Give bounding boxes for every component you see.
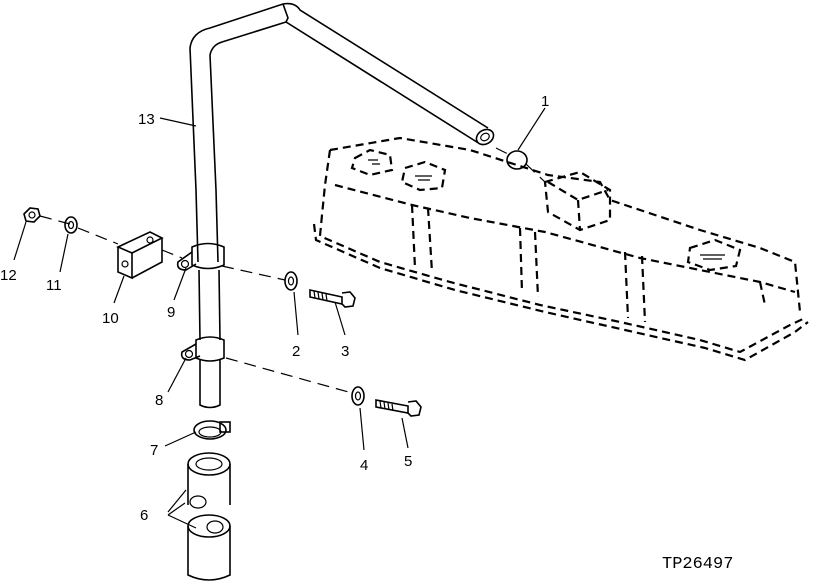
callout-8: 8 xyxy=(155,392,163,409)
vent-tube xyxy=(189,2,495,409)
callout-1: 1 xyxy=(541,93,549,110)
assembly-centerlines xyxy=(39,147,546,394)
washer-4 xyxy=(351,386,365,406)
washer-2 xyxy=(284,271,298,291)
upper-tube-clamp xyxy=(176,242,225,271)
callout-5: 5 xyxy=(404,453,412,470)
callout-9: 9 xyxy=(167,304,175,321)
figure-id: TP26497 xyxy=(662,555,733,574)
o-ring xyxy=(506,150,528,170)
rocker-arm-cover xyxy=(312,136,809,362)
callout-7: 7 xyxy=(150,442,158,459)
nut xyxy=(23,207,41,223)
hose xyxy=(187,452,231,581)
callout-3: 3 xyxy=(341,343,349,360)
leader-lines xyxy=(13,107,546,529)
cap-screw-5 xyxy=(375,399,422,417)
cap-screw-3 xyxy=(309,289,356,308)
hose-clamp xyxy=(193,420,231,440)
mounting-bracket xyxy=(116,231,164,280)
callout-13: 13 xyxy=(138,111,155,128)
callout-6: 6 xyxy=(140,507,148,524)
callout-4: 4 xyxy=(360,457,368,474)
callout-12: 12 xyxy=(0,267,17,284)
callout-2: 2 xyxy=(292,343,300,360)
callout-11: 11 xyxy=(46,277,62,294)
callout-10: 10 xyxy=(102,310,119,327)
washer-11 xyxy=(64,216,78,234)
lower-tube-clamp xyxy=(180,336,225,362)
